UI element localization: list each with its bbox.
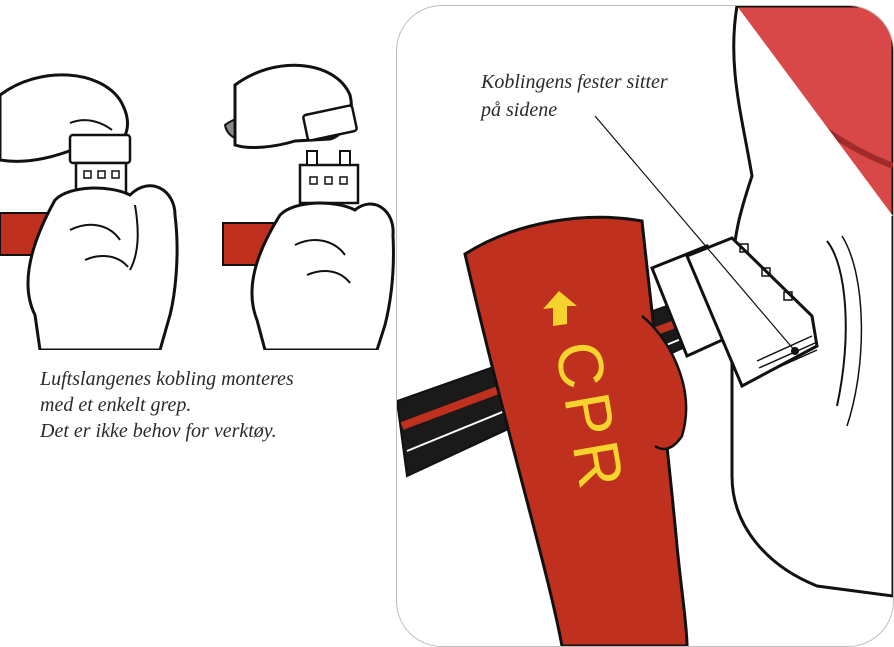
caption-line-3: Det er ikke behov for verktøy.	[40, 420, 277, 442]
caption-line-1: Luftslangenes kobling monteres	[40, 368, 294, 390]
hands-separating-connector-image	[222, 63, 395, 350]
left-illustration-panel: Luftslangenes kobling monteres med et en…	[0, 0, 400, 647]
connector-callout-caption: Koblingens fester sitter på sidene	[481, 68, 741, 124]
cpr-strap-connector-illustration	[397, 6, 893, 646]
connection-instructions-caption: Luftslangenes kobling monteres med et en…	[40, 366, 380, 444]
step-1-illustration	[0, 55, 200, 350]
caption-line-2: med et enkelt grep.	[40, 394, 192, 416]
callout-line-1: Koblingens fester sitter	[481, 71, 668, 93]
strap-lettering-layer: CPR	[541, 336, 638, 499]
right-illustration-panel: CPR Koblingens fester sitter på sidene	[396, 5, 894, 647]
callout-line-2: på sidene	[481, 99, 558, 121]
arrow-up-icon	[543, 291, 577, 326]
strap-label-text: CPR	[541, 336, 638, 499]
hands-holding-connector-image	[0, 73, 179, 350]
step-2-illustration	[195, 55, 395, 350]
